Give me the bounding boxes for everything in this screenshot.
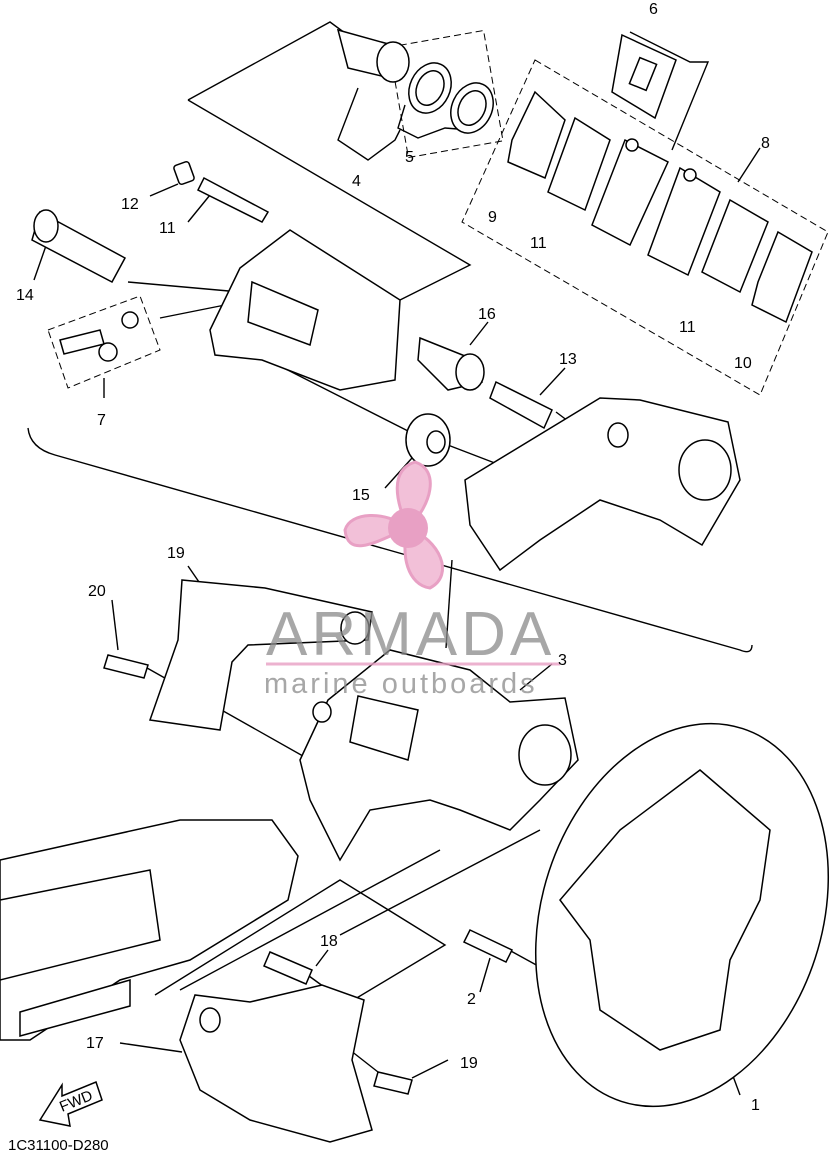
part-13-bleed-cap [173, 160, 195, 186]
part-11-pad-lower [701, 198, 769, 294]
part-9-shim [507, 90, 566, 180]
callout-11-upper: 11 [530, 235, 547, 252]
propeller-logo-icon [343, 460, 445, 590]
part-21-bolt [103, 654, 149, 679]
watermark-title: ARMADA [266, 600, 555, 669]
part-1-brake-disc [534, 722, 830, 1108]
callout-21: 20 [88, 583, 106, 600]
callout-15: 14 [16, 287, 34, 304]
callout-12: 11 [159, 220, 176, 237]
part-5-seals [408, 62, 494, 134]
part-15-pin [31, 209, 127, 284]
swingarm [0, 819, 299, 1041]
callout-13: 12 [121, 196, 139, 213]
part-4-sleeve [336, 28, 410, 83]
part-10-shim [751, 230, 813, 324]
callout-16: 15 [352, 487, 370, 504]
callout-14: 13 [559, 351, 577, 368]
callout-4: 4 [352, 173, 361, 190]
part-12-bleed-screw [196, 176, 270, 223]
brake-pad-right [647, 166, 721, 277]
diagram-code: 1C31100-D280 [8, 1137, 109, 1154]
part-18-disc-guard [179, 984, 373, 1143]
callout-1: 1 [751, 1097, 760, 1114]
part-3-caliper-assembly [299, 649, 579, 862]
armada-watermark: ARMADA marine outboards [264, 460, 560, 700]
callout-20: 19 [167, 545, 185, 562]
callout-17: 16 [478, 306, 496, 323]
part-16-boot [405, 413, 451, 467]
callout-9: 9 [488, 209, 497, 226]
caliper-body-upper [209, 229, 401, 391]
part-6-pad-spring [611, 33, 677, 120]
callout-8: 8 [761, 135, 770, 152]
callout-10: 10 [734, 355, 752, 372]
part-11-pad-upper [547, 116, 611, 212]
part-19-bolt-lower [373, 1071, 413, 1095]
part-17-bushing [417, 336, 485, 391]
fwd-arrow-icon: FWD [38, 1081, 103, 1127]
part-19-bolt-upper [263, 951, 313, 985]
callout-5: 5 [405, 149, 414, 166]
callout-7: 7 [97, 412, 106, 429]
callout-19-upper: 18 [320, 933, 338, 950]
brake-pad-left [591, 138, 669, 247]
part-20-guard [148, 579, 373, 731]
callout-19-lower: 19 [460, 1055, 478, 1072]
part-7-banjo-bolt [59, 311, 139, 362]
callout-6: 6 [649, 1, 658, 18]
caliper-bracket-upper [464, 397, 741, 572]
callout-2: 2 [467, 991, 476, 1008]
callout-11-lower: 11 [679, 319, 696, 336]
watermark-subtitle: marine outboards [264, 668, 538, 700]
callout-numbers: 6 8 5 4 12 11 9 11 14 11 16 10 13 7 15 1… [16, 1, 770, 1114]
callout-3: 3 [558, 652, 567, 669]
part-2-disc-bolt [462, 929, 514, 963]
part-14-pin [489, 380, 553, 430]
callout-18: 17 [86, 1035, 104, 1052]
